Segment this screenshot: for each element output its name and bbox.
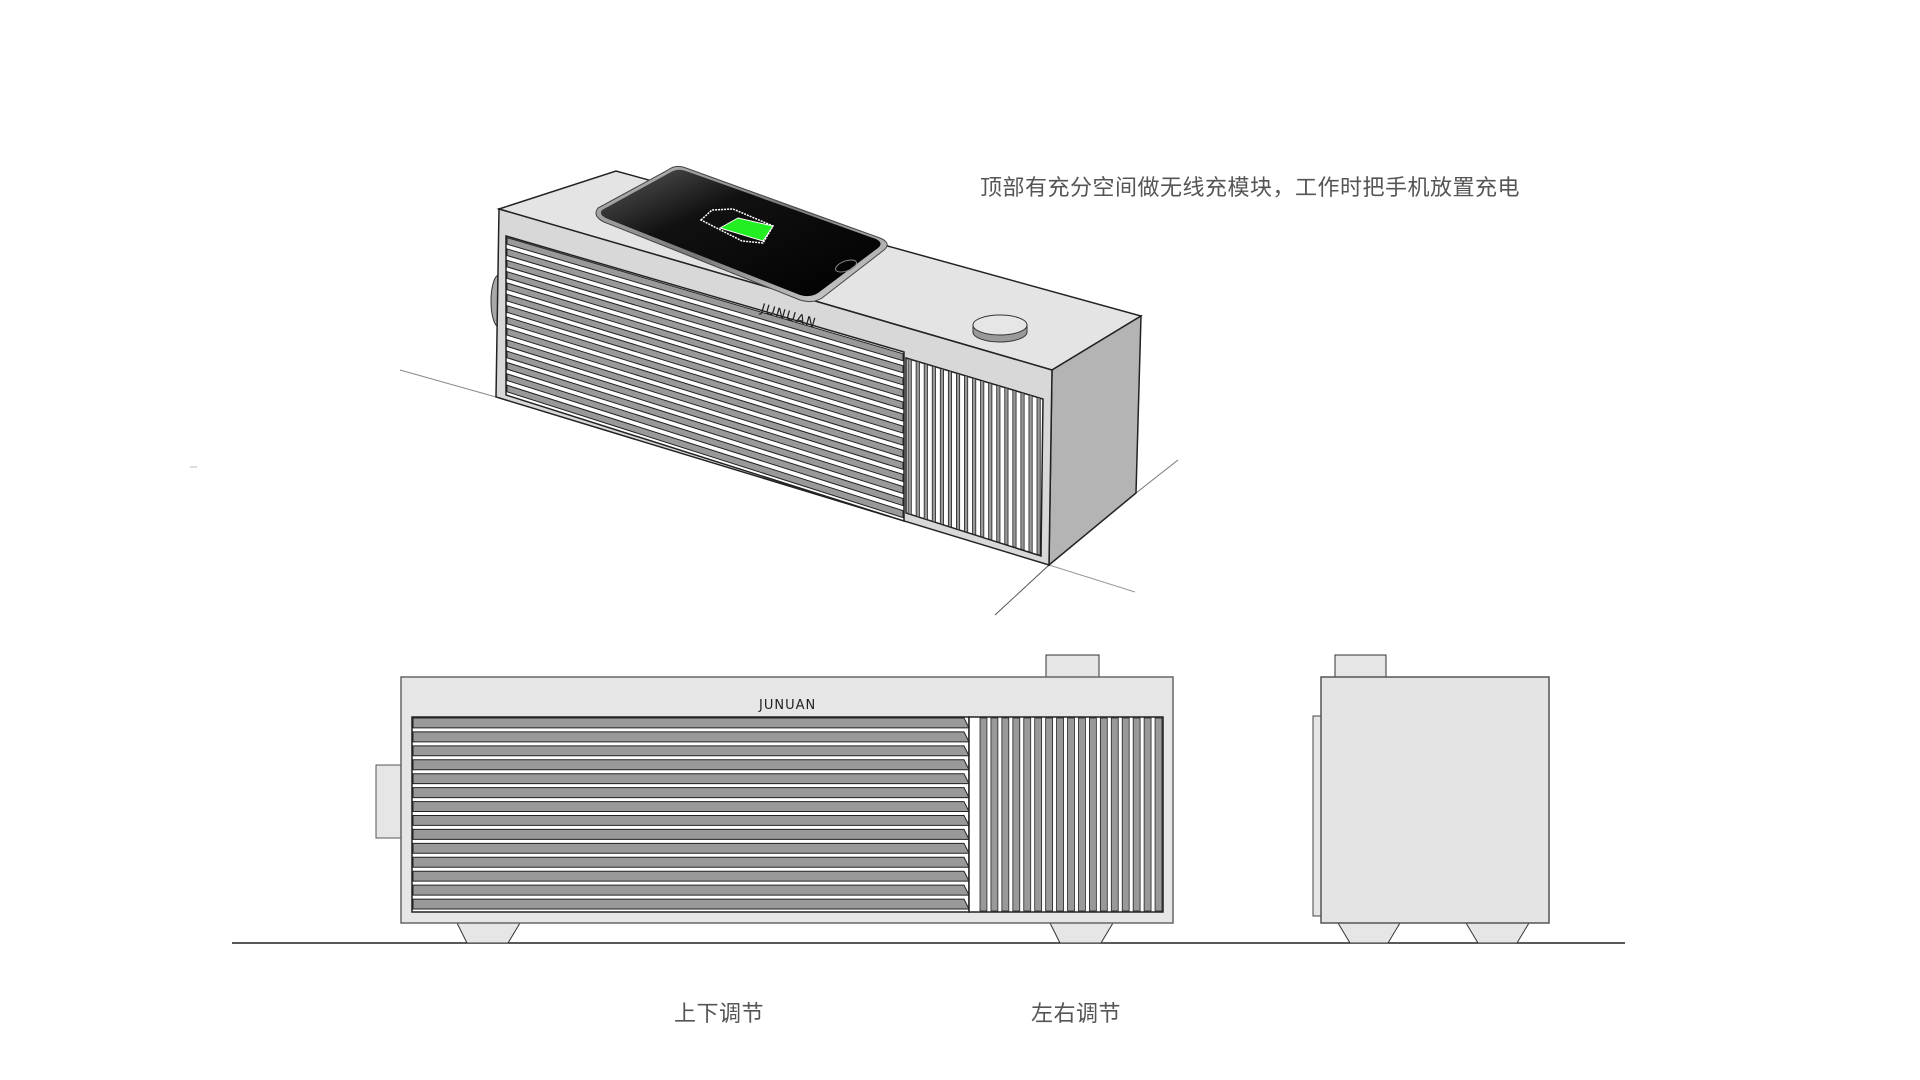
home-button-icon xyxy=(835,259,857,273)
ground-line xyxy=(1135,459,1179,494)
wireless-charging-note: 顶部有充分空间做无线充模块，工作时把手机放置充电 xyxy=(980,176,1521,201)
ground-line xyxy=(1048,564,1136,593)
side-knob xyxy=(375,764,402,839)
battery-charging-icon xyxy=(699,208,775,244)
side-view-label: 左右调节 xyxy=(1031,1002,1122,1027)
ground-line xyxy=(994,564,1050,616)
side-view xyxy=(1312,654,1550,944)
smartphone xyxy=(595,165,888,303)
front-view-label: 上下调节 xyxy=(674,1002,765,1027)
speaker-body-side xyxy=(1320,676,1550,924)
foot xyxy=(1337,922,1401,944)
vertical-grille xyxy=(905,356,1044,558)
top-knob xyxy=(1045,654,1100,678)
horizontal-grille xyxy=(505,235,905,523)
ground-line xyxy=(399,369,497,398)
foot xyxy=(1465,922,1530,944)
perspective-view: JUNUAN xyxy=(190,165,1179,616)
top-knob xyxy=(972,314,1028,343)
vertical-grille xyxy=(968,716,1164,913)
top-knob xyxy=(1334,654,1387,678)
foot xyxy=(1049,922,1114,944)
side-knob xyxy=(1312,715,1322,917)
foot xyxy=(456,922,521,944)
brand-logo: JUNUAN xyxy=(758,698,816,713)
front-view: JUNUAN xyxy=(232,654,1625,944)
